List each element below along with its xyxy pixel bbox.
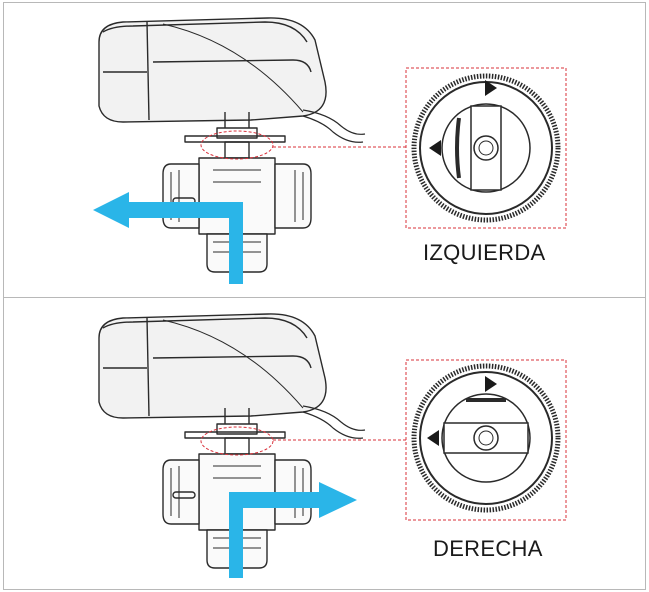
- valve-diagram-left: [93, 17, 567, 284]
- position-label-left: IZQUIERDA: [423, 240, 546, 265]
- direction-triangle-icon: [485, 80, 497, 96]
- position-label-right: DERECHA: [433, 536, 543, 561]
- panel-right: DERECHA: [3, 298, 646, 590]
- valve-diagram-right: [98, 313, 567, 578]
- callout-box: [405, 359, 567, 521]
- selector-knob-icon: [411, 363, 561, 513]
- callout-ellipse: [200, 130, 274, 160]
- flow-arrow-icon: [93, 192, 243, 284]
- direction-triangle-icon: [427, 430, 439, 446]
- flow-arrow-icon: [229, 482, 357, 578]
- panel-divider: [3, 297, 646, 298]
- callout-box: [405, 67, 567, 229]
- figure-frame: [3, 2, 646, 590]
- direction-triangle-icon: [429, 140, 441, 156]
- direction-triangle-icon: [485, 376, 497, 392]
- panel-left: IZQUIERDA: [3, 2, 646, 297]
- callout-ellipse: [200, 426, 274, 456]
